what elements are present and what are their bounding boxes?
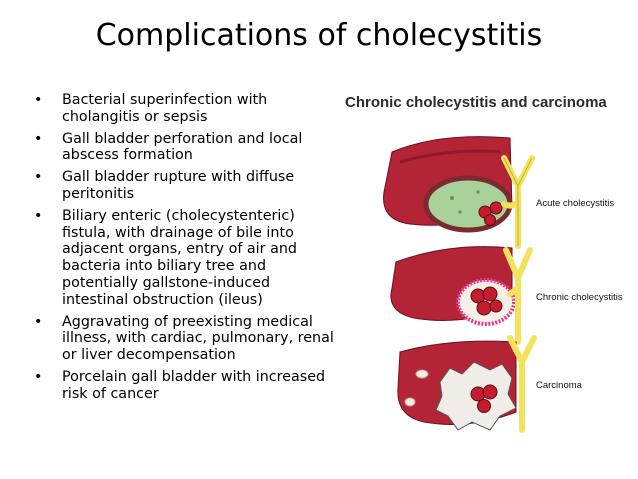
label-chronic: Chronic cholecystitis xyxy=(536,292,623,303)
label-acute: Acute cholecystitis xyxy=(536,198,615,209)
gallstone xyxy=(477,399,491,413)
bullet-glyph: • xyxy=(34,92,43,108)
inflammation-dot xyxy=(458,210,462,214)
bile-duct xyxy=(507,335,537,433)
bullet-text: Porcelain gall bladder with increased ri… xyxy=(62,368,326,402)
metastasis xyxy=(404,397,416,407)
acute-panel xyxy=(383,136,535,249)
inflammation-dot xyxy=(476,190,480,194)
bullet-item: • Biliary enteric (cholecystenteric) fist… xyxy=(34,208,334,309)
slide-title: Complications of cholecystitis xyxy=(95,18,543,53)
gallstone xyxy=(482,384,498,400)
bullet-text: Biliary enteric (cholecystenteric) fistu… xyxy=(62,207,297,308)
gallstone xyxy=(489,299,503,313)
bullet-item: • Gall bladder perforation and local absc… xyxy=(34,131,334,165)
gallbladder-illustration: Acute cholecystitis Chronic cholecystiti… xyxy=(340,112,632,472)
bullet-glyph: • xyxy=(34,130,43,147)
bullet-glyph: • xyxy=(34,313,43,330)
inflammation-dot xyxy=(450,196,454,200)
gallstone xyxy=(482,286,498,302)
illustration-svg xyxy=(383,136,537,433)
bullet-text: Gall bladder rupture with diffuse perito… xyxy=(62,169,295,202)
bullet-list: • Bacterial superinfection with cholangit… xyxy=(34,92,334,408)
gallstone xyxy=(476,300,492,316)
metastasis xyxy=(415,369,429,379)
bile-duct xyxy=(503,247,533,345)
bullet-item: • Porcelain gall bladder with increased r… xyxy=(34,369,334,403)
bullet-item: • Bacterial superinfection with cholangit… xyxy=(34,92,334,126)
carcinoma-panel xyxy=(397,335,537,433)
bullet-item: • Gall bladder rupture with diffuse perit… xyxy=(34,169,334,203)
figure-title: Chronic cholecystitis and carcinoma xyxy=(345,94,607,111)
chronic-panel xyxy=(390,246,533,345)
liver-shadow xyxy=(399,149,501,164)
bullet-glyph: • xyxy=(34,207,43,224)
bullet-glyph: • xyxy=(34,368,43,385)
bile-duct-outline xyxy=(503,157,533,246)
bullet-item: • Aggravating of preexisting medical illn… xyxy=(34,314,334,364)
bullet-text: Bacterial superinfection with cholangiti… xyxy=(62,92,268,125)
gallstone xyxy=(484,214,496,226)
label-carcinoma: Carcinoma xyxy=(536,380,582,391)
bullet-text: Gall bladder perforation and local absce… xyxy=(62,130,303,164)
bullet-text: Aggravating of preexisting medical illne… xyxy=(62,313,334,364)
bullet-glyph: • xyxy=(34,169,43,186)
gallstone xyxy=(489,201,503,215)
